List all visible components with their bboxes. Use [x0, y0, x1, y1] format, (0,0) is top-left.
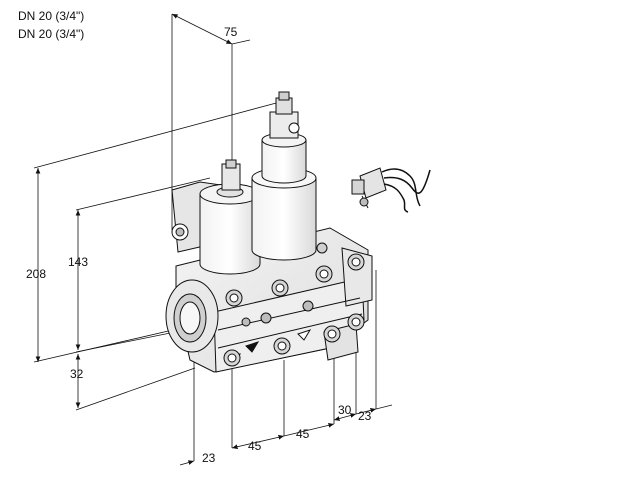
dim-mid-height: 143 [68, 255, 88, 269]
dim-top-depth: 75 [224, 25, 238, 39]
plug-connector [351, 167, 431, 213]
dim-spacing-2: 45 [296, 427, 310, 441]
dim-right-offset: 23 [358, 409, 372, 423]
dn-label-1: DN 20 (3/4") [18, 9, 85, 23]
dim-base-offset: 32 [70, 367, 84, 381]
dim-spacing-1: 45 [248, 439, 262, 453]
dim-total-height: 208 [26, 267, 46, 281]
dim-left-offset: 23 [202, 451, 216, 465]
dim-right-spacing: 30 [338, 403, 352, 417]
dn-label-2: DN 20 (3/4") [18, 27, 85, 41]
solenoid-coil-front [199, 159, 261, 275]
bolts [223, 242, 365, 367]
solenoid-coil-rear [251, 91, 317, 261]
